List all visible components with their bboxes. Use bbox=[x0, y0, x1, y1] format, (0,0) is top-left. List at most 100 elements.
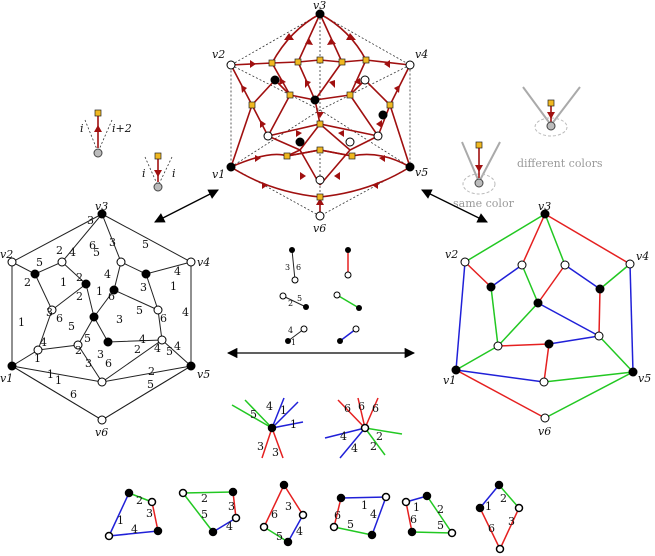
legend-different-colors: different colors bbox=[517, 157, 603, 170]
svg-text:3: 3 bbox=[146, 507, 153, 520]
left-label-v1: v1 bbox=[0, 372, 13, 385]
top-label-v2: v2 bbox=[212, 48, 225, 61]
svg-text:3: 3 bbox=[46, 306, 53, 319]
svg-text:4: 4 bbox=[288, 326, 293, 335]
middle-edge-legend: 3 6 2 5 1 4 bbox=[279, 247, 362, 347]
face-2: 2 5 4 3 bbox=[178, 487, 241, 537]
svg-text:5: 5 bbox=[437, 519, 444, 532]
right-label-v5: v5 bbox=[638, 372, 651, 385]
svg-text:4: 4 bbox=[182, 306, 189, 319]
left-label-v3: v3 bbox=[95, 200, 108, 213]
svg-text:4: 4 bbox=[139, 333, 146, 346]
star-left: 5 4 1 1 3 3 bbox=[231, 397, 304, 459]
svg-text:2: 2 bbox=[148, 365, 155, 378]
svg-text:1: 1 bbox=[413, 501, 420, 514]
svg-text:2: 2 bbox=[134, 343, 141, 356]
svg-text:5: 5 bbox=[347, 518, 354, 531]
face-6: 1 2 6 3 bbox=[475, 480, 524, 554]
svg-text:3: 3 bbox=[87, 214, 94, 227]
svg-text:4: 4 bbox=[351, 442, 358, 455]
left-label-v4: v4 bbox=[197, 256, 210, 269]
svg-text:6: 6 bbox=[372, 402, 379, 415]
svg-text:1: 1 bbox=[18, 316, 25, 329]
left-label-v5: v5 bbox=[197, 368, 210, 381]
right-label-v2: v2 bbox=[445, 248, 458, 261]
svg-text:2: 2 bbox=[76, 290, 83, 303]
svg-text:5: 5 bbox=[147, 378, 154, 391]
left-edge-numbers: 3 2 6 3 4 5 2 1 5 4 2 5 1 4 1 3 6 5 3 4 … bbox=[18, 214, 189, 401]
svg-text:3: 3 bbox=[97, 348, 104, 361]
svg-text:3: 3 bbox=[85, 357, 92, 370]
face-4: 1 6 5 4 bbox=[329, 492, 391, 540]
top-orientation-diagram: v3 v2 v4 v1 v5 v6 bbox=[212, 0, 428, 235]
svg-text:2: 2 bbox=[201, 492, 208, 505]
right-label-v3: v3 bbox=[538, 200, 551, 213]
svg-text:1: 1 bbox=[361, 499, 368, 512]
legend-i-plus-2: i+2 bbox=[112, 122, 132, 135]
svg-text:6: 6 bbox=[358, 400, 365, 413]
svg-text:1: 1 bbox=[280, 404, 287, 417]
svg-text:1: 1 bbox=[47, 368, 54, 381]
face-1: 2 3 4 1 bbox=[104, 488, 163, 541]
svg-text:2: 2 bbox=[370, 440, 377, 453]
svg-text:4: 4 bbox=[266, 400, 273, 413]
svg-text:1: 1 bbox=[117, 514, 124, 527]
svg-text:4: 4 bbox=[296, 525, 303, 538]
left-labeled-graph: 3 2 6 3 4 5 2 1 5 4 2 5 1 4 1 3 6 5 3 4 … bbox=[0, 200, 210, 439]
left-label-v6: v6 bbox=[95, 426, 108, 439]
svg-text:6: 6 bbox=[271, 508, 278, 521]
svg-text:6: 6 bbox=[410, 513, 417, 526]
svg-text:6: 6 bbox=[105, 357, 112, 370]
svg-text:4: 4 bbox=[154, 342, 161, 355]
svg-text:1: 1 bbox=[290, 418, 297, 431]
svg-text:1: 1 bbox=[34, 352, 41, 365]
svg-text:5: 5 bbox=[36, 256, 43, 269]
top-label-v1: v1 bbox=[212, 168, 225, 181]
top-label-v5: v5 bbox=[415, 166, 428, 179]
svg-text:6: 6 bbox=[334, 509, 341, 522]
face-3: 3 6 5 4 bbox=[259, 480, 308, 547]
svg-text:2: 2 bbox=[56, 244, 63, 257]
face-5: 1 2 6 5 bbox=[401, 491, 457, 538]
svg-text:6: 6 bbox=[488, 522, 495, 535]
svg-text:5: 5 bbox=[84, 332, 91, 345]
svg-text:3: 3 bbox=[285, 500, 292, 513]
right-label-v4: v4 bbox=[636, 250, 649, 263]
top-label-v6: v6 bbox=[313, 222, 326, 235]
left-label-v2: v2 bbox=[0, 248, 13, 261]
svg-text:1: 1 bbox=[170, 280, 177, 293]
svg-text:5: 5 bbox=[276, 530, 283, 543]
svg-text:4: 4 bbox=[370, 508, 377, 521]
svg-text:2: 2 bbox=[136, 494, 143, 507]
legend-same-color: same color bbox=[453, 197, 515, 210]
top-squares bbox=[248, 56, 394, 201]
svg-text:6: 6 bbox=[160, 312, 167, 325]
svg-text:6: 6 bbox=[70, 388, 77, 401]
svg-text:3: 3 bbox=[508, 515, 515, 528]
svg-text:4: 4 bbox=[131, 523, 138, 536]
top-arrowheads bbox=[241, 33, 400, 205]
svg-text:5: 5 bbox=[142, 238, 149, 251]
svg-text:4: 4 bbox=[340, 430, 347, 443]
svg-text:3: 3 bbox=[109, 236, 116, 249]
svg-text:6: 6 bbox=[344, 402, 351, 415]
svg-text:3: 3 bbox=[116, 313, 123, 326]
svg-text:4: 4 bbox=[174, 265, 181, 278]
svg-text:3: 3 bbox=[285, 263, 290, 272]
svg-text:2: 2 bbox=[500, 492, 507, 505]
legend-i-top: i bbox=[80, 122, 84, 135]
svg-text:2: 2 bbox=[288, 299, 293, 308]
svg-text:4: 4 bbox=[40, 336, 47, 349]
svg-text:1: 1 bbox=[96, 285, 103, 298]
svg-text:4: 4 bbox=[69, 246, 76, 259]
svg-text:5: 5 bbox=[201, 508, 208, 521]
svg-text:5: 5 bbox=[93, 246, 100, 259]
svg-text:2: 2 bbox=[437, 503, 444, 516]
svg-text:3: 3 bbox=[228, 500, 235, 513]
right-vertices bbox=[451, 209, 638, 423]
svg-text:4: 4 bbox=[174, 340, 181, 353]
svg-text:3: 3 bbox=[257, 440, 264, 453]
svg-text:6: 6 bbox=[89, 239, 96, 252]
svg-text:6: 6 bbox=[56, 312, 63, 325]
svg-text:6: 6 bbox=[108, 290, 115, 303]
